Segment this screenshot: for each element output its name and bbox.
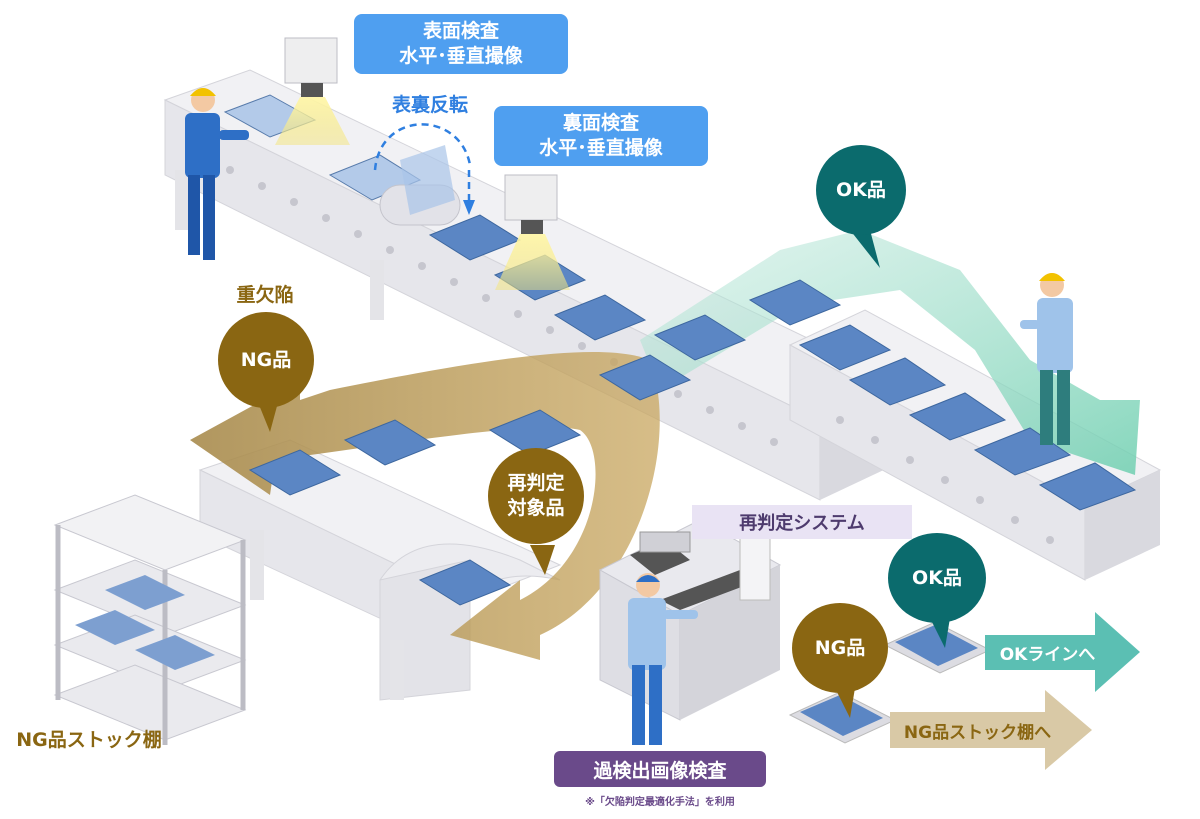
ng-shelf-label: NG品ストック棚 xyxy=(16,728,162,751)
back-inspection-line1: 裏面検査 xyxy=(562,112,639,134)
surface-inspection-label: 表面検査 水平･垂直撮像 xyxy=(354,14,568,74)
rejudge-target-line2: 対象品 xyxy=(507,497,565,519)
ok-bubble-top: OK品 xyxy=(816,145,906,235)
surface-inspection-line1: 表面検査 xyxy=(422,20,499,42)
ng-bubble-left: NG品 xyxy=(218,312,314,408)
back-inspection-line2: 水平･垂直撮像 xyxy=(539,137,663,159)
ng-shelf xyxy=(53,494,247,745)
flip-roller xyxy=(373,123,475,226)
ok-line-arrow xyxy=(985,612,1140,692)
ng-bubble-right: NG品 xyxy=(792,603,888,693)
back-inspection-label: 裏面検査 水平･垂直撮像 xyxy=(494,106,708,166)
worker-right xyxy=(1020,273,1073,445)
ng-flow-arrow xyxy=(190,351,660,660)
ok-bubble-right: OK品 xyxy=(888,533,986,623)
over-detection-label: 過検出画像検査 xyxy=(554,751,766,787)
camera-back xyxy=(495,174,570,290)
surface-inspection-line2: 水平･垂直撮像 xyxy=(399,45,523,67)
ok-flow-arrow xyxy=(640,230,1140,475)
ok-line-label: OKラインへ xyxy=(999,644,1096,665)
operator xyxy=(628,573,698,745)
ng-shelf-arrow xyxy=(890,690,1092,770)
major-defect-label: 重欠陥 xyxy=(236,283,294,306)
flip-label: 表裏反転 xyxy=(391,93,468,116)
rejudge-target-bubble: 再判定 対象品 xyxy=(488,448,584,544)
rejudge-target-line1: 再判定 xyxy=(507,472,565,494)
camera-top xyxy=(275,37,350,145)
method-note: ※「欠陥判定最適化手法」を利用 xyxy=(585,796,735,808)
rejudge-system-label: 再判定システム xyxy=(692,505,912,539)
ng-shelf-to-label: NG品ストック棚へ xyxy=(903,722,1052,743)
rejudge-station xyxy=(598,519,782,721)
worker-left xyxy=(185,88,249,260)
